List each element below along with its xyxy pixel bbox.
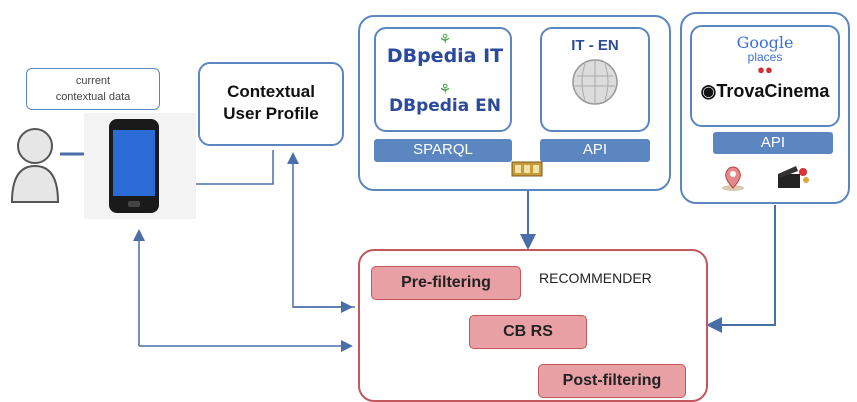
recommender-title: RECOMMENDER	[539, 270, 652, 286]
context-note-line2: contextual data	[55, 91, 131, 103]
trovacinema-logo: ◉TrovaCinema	[692, 81, 838, 102]
user-icon	[8, 124, 62, 204]
external-api-label: API	[713, 132, 833, 154]
google-places-logo: Google	[692, 35, 838, 51]
external-logos-box: Google places ●● ◉TrovaCinema	[690, 25, 840, 127]
dbpedia-en-label: DBpedia EN	[389, 96, 501, 116]
google-label: Google	[736, 33, 794, 52]
contextual-user-profile: Contextual User Profile	[198, 62, 344, 146]
context-note-line1: current	[75, 75, 111, 87]
wikipedia-globe-icon	[571, 58, 619, 106]
profile-line2: User Profile	[223, 104, 319, 123]
dbpedia-it-label: DBpedia IT	[386, 45, 504, 67]
sources-api-label: API	[540, 139, 650, 162]
map-pin-icon	[720, 166, 746, 192]
pre-filtering: Pre-filtering	[371, 266, 521, 300]
cinema-icon	[776, 164, 810, 192]
wikipedia-box: IT - EN	[540, 27, 650, 132]
dbpedia-it-logo: ⚘ DBpedia IT	[376, 32, 514, 67]
dbpedia-en-logo: ⚘ DBpedia EN	[376, 82, 514, 117]
dbpedia-box: ⚘ DBpedia IT ⚘ DBpedia EN	[374, 27, 512, 132]
profile-line1: Contextual	[227, 82, 315, 101]
pin-stack-icon: ●●	[757, 62, 773, 77]
context-note: current contextual data	[26, 68, 160, 110]
profile-to-phone-arrow	[169, 150, 274, 190]
places-label: places	[747, 50, 783, 64]
recommender-box	[358, 249, 708, 402]
smartphone-icon	[108, 118, 160, 214]
film-reel-icon: ◉	[700, 81, 717, 101]
wiki-title: IT - EN	[571, 37, 619, 54]
sparql-label: SPARQL	[374, 139, 512, 162]
cb-rs: CB RS	[469, 315, 587, 349]
external-to-recommender-arrow	[706, 205, 776, 333]
recommender-to-profile-arrow	[287, 152, 355, 308]
post-filtering: Post-filtering	[538, 364, 686, 398]
trovacinema-label: TrovaCinema	[716, 81, 830, 101]
film-icon	[511, 159, 543, 179]
